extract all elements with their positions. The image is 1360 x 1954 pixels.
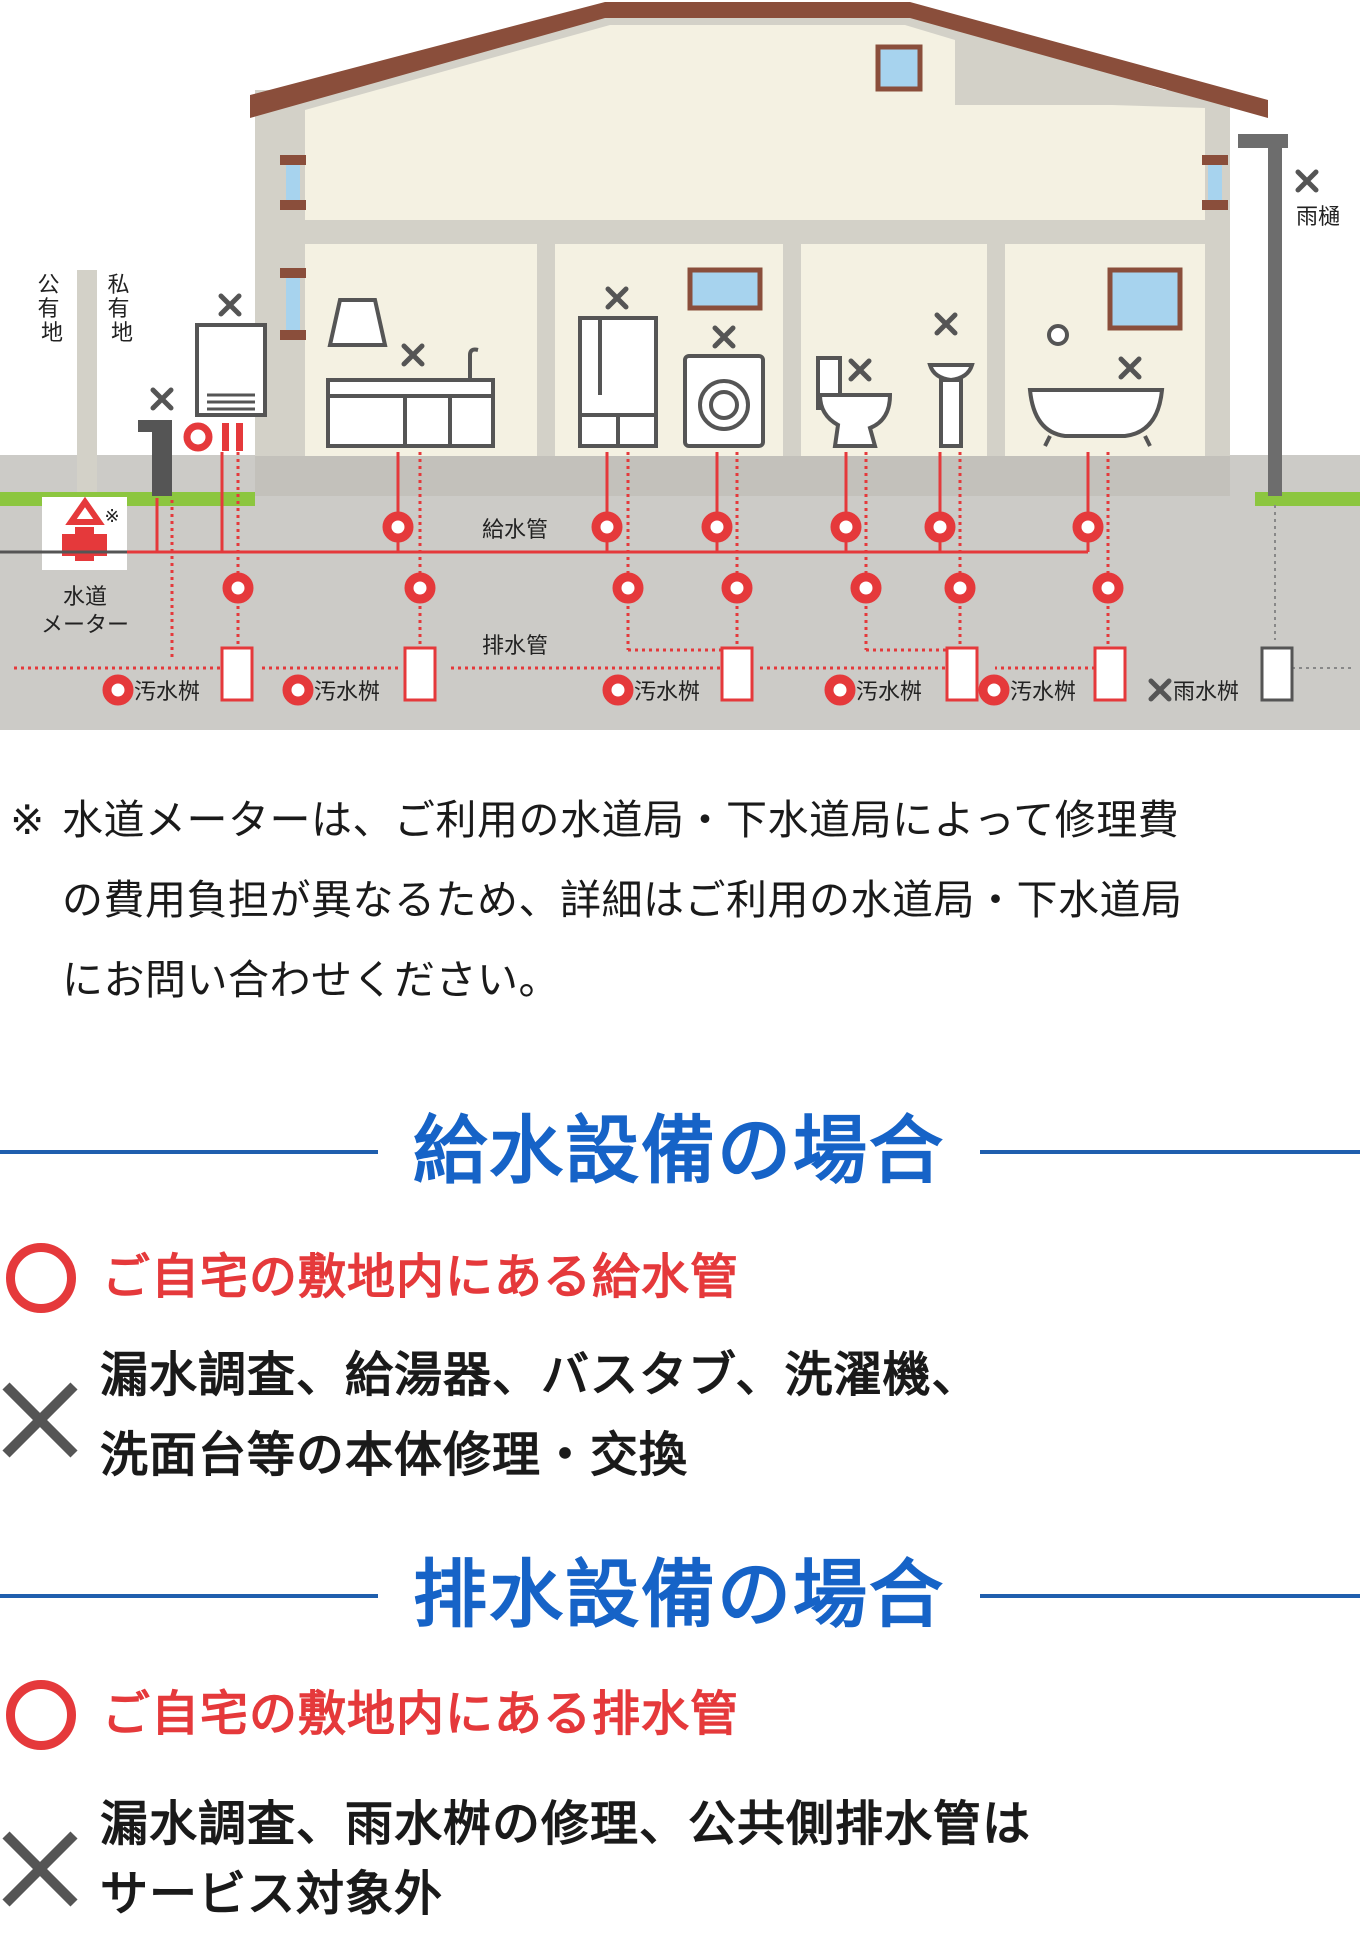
- room-window-vanity: [687, 267, 763, 311]
- bathtub-icon: [1027, 324, 1165, 447]
- not-covered-cross-icon: [2, 1382, 78, 1458]
- public-1: 公: [37, 273, 59, 298]
- header-rule-left: [0, 1594, 378, 1598]
- label-public-land: 公 有 地: [37, 273, 66, 346]
- room-window-bath: [1107, 267, 1183, 331]
- supply-not-covered-line-1: 漏水調査、給湯器、バスタブ、洗濯機、: [100, 1347, 981, 1403]
- supply-not-covered-line-2: 洗面台等の本体修理・交換: [100, 1427, 689, 1483]
- label-meter-line1: 水道: [63, 585, 107, 610]
- drain-covered-text: ご自宅の敷地内にある排水管: [102, 1686, 740, 1742]
- drain-section-title: 排水設備の場合: [413, 1552, 945, 1638]
- floor-beam: [290, 222, 1202, 244]
- house-attic-shade: [955, 40, 1205, 105]
- sink-icon: [927, 363, 975, 448]
- drain-section-header: 排水設備の場合: [0, 1550, 1360, 1640]
- water-heater: [195, 323, 267, 417]
- grass-left: [0, 492, 255, 506]
- drain-not-covered-line-1: 漏水調査、雨水桝の修理、公共側排水管は: [100, 1796, 1032, 1852]
- drain-pipe: [10, 452, 1110, 670]
- supply-section-title: 給水設備の場合: [413, 1108, 945, 1194]
- toilet-icon: [816, 356, 893, 448]
- drain-not-covered: 漏水調査、雨水桝の修理、公共側排水管は サービス対象外: [0, 1784, 1360, 1954]
- label-sewer-basin-1: 汚水桝: [134, 680, 200, 705]
- header-rule-right: [980, 1594, 1360, 1598]
- header-rule-left: [0, 1150, 378, 1154]
- label-sewer-basin-4: 汚水桝: [856, 680, 922, 705]
- label-meter-line2: メーター: [41, 613, 129, 638]
- supply-covered: ご自宅の敷地内にある給水管: [0, 1237, 1360, 1317]
- not-covered-cross-icon: [2, 1831, 78, 1907]
- sewer-basin-5: [1093, 646, 1127, 702]
- public-3: 地: [41, 321, 63, 346]
- covered-circle-icon: [6, 1243, 76, 1313]
- label-rain-basin: 雨水桝: [1173, 680, 1239, 705]
- vanity-icon: [578, 316, 658, 448]
- rain-basin: [1260, 646, 1294, 702]
- note-mark: ※: [10, 796, 45, 844]
- header-rule-right: [980, 1150, 1360, 1154]
- attic-window: [875, 44, 923, 92]
- plumbing-diagram: 雨樋 公 有 地 私 有 地: [0, 2, 1360, 730]
- label-private-land: 私 有 地: [107, 273, 136, 346]
- label-sewer-basin-3: 汚水桝: [634, 680, 700, 705]
- sewer-basin-4: [945, 646, 979, 702]
- boundary-post: [77, 270, 97, 492]
- washing-machine-icon: [683, 354, 765, 448]
- meter-warning-icon: [65, 496, 105, 525]
- drain-not-covered-line-2: サービス対象外: [100, 1866, 444, 1922]
- note-text: 水道メーターは、ご利用の水道局・下水道局によって修理費 の費用負担が異なるため、…: [62, 780, 1357, 1020]
- supply-not-covered: 漏水調査、給湯器、バスタブ、洗濯機、 洗面台等の本体修理・交換: [0, 1335, 1360, 1505]
- sewer-basin-2: [403, 646, 437, 702]
- note-line-2: の費用負担が異なるため、詳細はご利用の水道局・下水道局: [62, 876, 1183, 924]
- house-upper-room: [305, 25, 1205, 220]
- drain-covered: ご自宅の敷地内にある排水管: [0, 1674, 1360, 1754]
- supply-section-header: 給水設備の場合: [0, 1106, 1360, 1196]
- outdoor-faucet: [152, 420, 172, 496]
- note-line-3: にお問い合わせください。: [62, 956, 560, 1004]
- label-drain-pipe: 排水管: [482, 634, 548, 659]
- supply-covered-text: ご自宅の敷地内にある給水管: [102, 1249, 740, 1305]
- supply-pipe: [0, 452, 1090, 554]
- roof: [250, 2, 1268, 118]
- label-downspout: 雨樋: [1296, 205, 1340, 230]
- sewer-basin-1: [220, 646, 254, 702]
- public-2: 有: [37, 297, 59, 322]
- downspout: [1268, 140, 1282, 496]
- covered-circle-icon: [6, 1680, 76, 1750]
- private-3: 地: [111, 321, 133, 346]
- label-sewer-basin-5: 汚水桝: [1010, 680, 1076, 705]
- house-foundation: [255, 456, 1230, 496]
- private-1: 私: [107, 273, 129, 298]
- kitchen-icon: [326, 298, 495, 448]
- label-supply-pipe: 給水管: [482, 518, 548, 543]
- meter-note-mark: ※: [104, 506, 119, 527]
- sewer-basin-3: [720, 646, 754, 702]
- note-line-1: 水道メーターは、ご利用の水道局・下水道局によって修理費: [62, 796, 1180, 844]
- label-sewer-basin-2: 汚水桝: [314, 680, 380, 705]
- private-2: 有: [107, 297, 129, 322]
